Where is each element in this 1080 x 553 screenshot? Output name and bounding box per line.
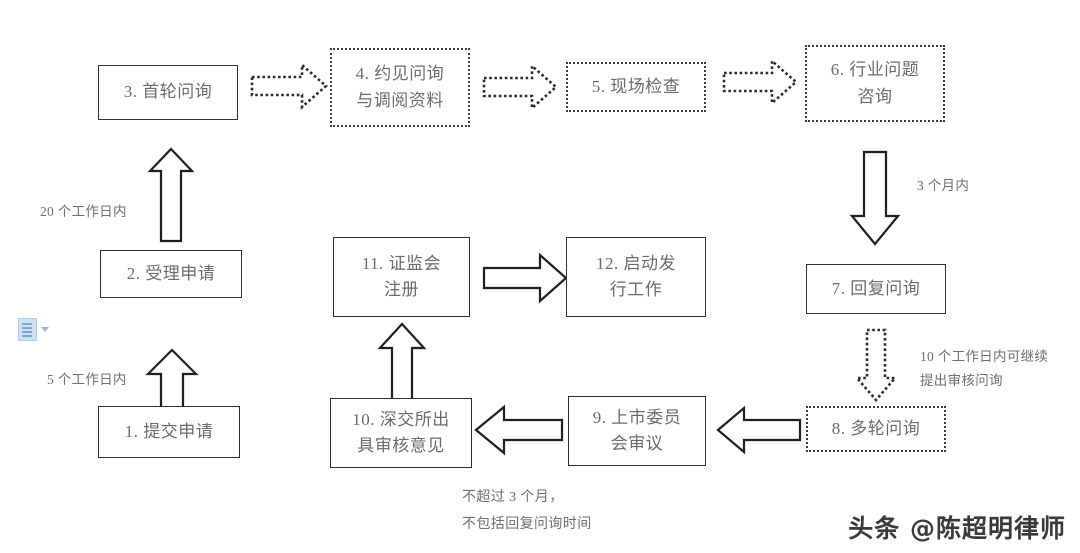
node-7-label: 7. 回复问询 xyxy=(831,278,921,298)
node-2-label: 2. 受理申请 xyxy=(126,263,216,283)
edge-label-6-to-7: 3 个月内 xyxy=(917,178,970,193)
node-4-label: 4. 约见问询 与调阅资料 xyxy=(355,64,445,110)
node-3-first-round-inquiry[interactable]: 3. 首轮问询 xyxy=(98,65,238,120)
node-4-interview-and-document-review[interactable]: 4. 约见问询 与调阅资料 xyxy=(330,48,470,127)
arrow-right-4-to-5 xyxy=(482,63,558,111)
node-3-label: 3. 首轮问询 xyxy=(123,82,213,102)
node-7-reply-inquiry[interactable]: 7. 回复问询 xyxy=(806,264,946,314)
arrow-down-6-to-7 xyxy=(849,150,901,246)
arrow-left-9-to-10 xyxy=(474,404,564,456)
chevron-down-icon[interactable] xyxy=(41,327,49,332)
arrow-down-7-to-8 xyxy=(854,328,898,402)
paste-options-artifact[interactable] xyxy=(18,318,49,341)
arrow-right-5-to-6 xyxy=(722,58,798,106)
node-5-on-site-inspection[interactable]: 5. 现场检查 xyxy=(566,62,706,112)
arrow-right-11-to-12 xyxy=(482,252,568,304)
node-8-label: 8. 多轮问询 xyxy=(831,418,921,438)
node-6-label: 6. 行业问题 咨询 xyxy=(830,60,920,106)
node-12-start-issuance[interactable]: 12. 启动发 行工作 xyxy=(566,237,706,317)
node-11-label: 11. 证监会 注册 xyxy=(361,253,442,299)
node-9-label: 9. 上市委员 会审议 xyxy=(592,407,682,453)
node-1-submit-application[interactable]: 1. 提交申请 xyxy=(98,406,240,458)
node-6-industry-consultation[interactable]: 6. 行业问题 咨询 xyxy=(805,45,945,122)
arrow-left-8-to-9 xyxy=(716,405,802,455)
watermark: 头条 @陈超明律师 xyxy=(848,514,1066,543)
node-9-listing-committee-review[interactable]: 9. 上市委员 会审议 xyxy=(568,396,706,466)
arrow-up-10-to-11 xyxy=(377,322,427,406)
arrow-up-2-to-3 xyxy=(147,147,195,243)
arrow-right-3-to-4 xyxy=(250,62,328,110)
arrow-up-1-to-2 xyxy=(145,348,199,410)
edge-label-2-to-3: 20 个工作日内 xyxy=(40,204,127,219)
document-icon xyxy=(18,318,37,341)
node-12-label: 12. 启动发 行工作 xyxy=(596,253,676,299)
edge-label-1-to-2: 5 个工作日内 xyxy=(47,372,127,387)
node-10-label: 10. 深交所出 具审核意见 xyxy=(352,409,450,455)
edge-label-7-to-8: 10 个工作日内可继续 提出审核问询 xyxy=(920,349,1049,388)
node-11-csrc-registration[interactable]: 11. 证监会 注册 xyxy=(333,237,470,317)
node-5-label: 5. 现场检查 xyxy=(591,76,681,96)
flow-duration-caption: 不超过 3 个月， 不包括回复问询时间 xyxy=(462,490,592,533)
node-10-szse-audit-opinion[interactable]: 10. 深交所出 具审核意见 xyxy=(330,398,472,468)
node-8-multi-round-inquiry[interactable]: 8. 多轮问询 xyxy=(806,406,946,452)
node-1-label: 1. 提交申请 xyxy=(124,421,214,441)
node-2-accept-application[interactable]: 2. 受理申请 xyxy=(100,250,242,298)
